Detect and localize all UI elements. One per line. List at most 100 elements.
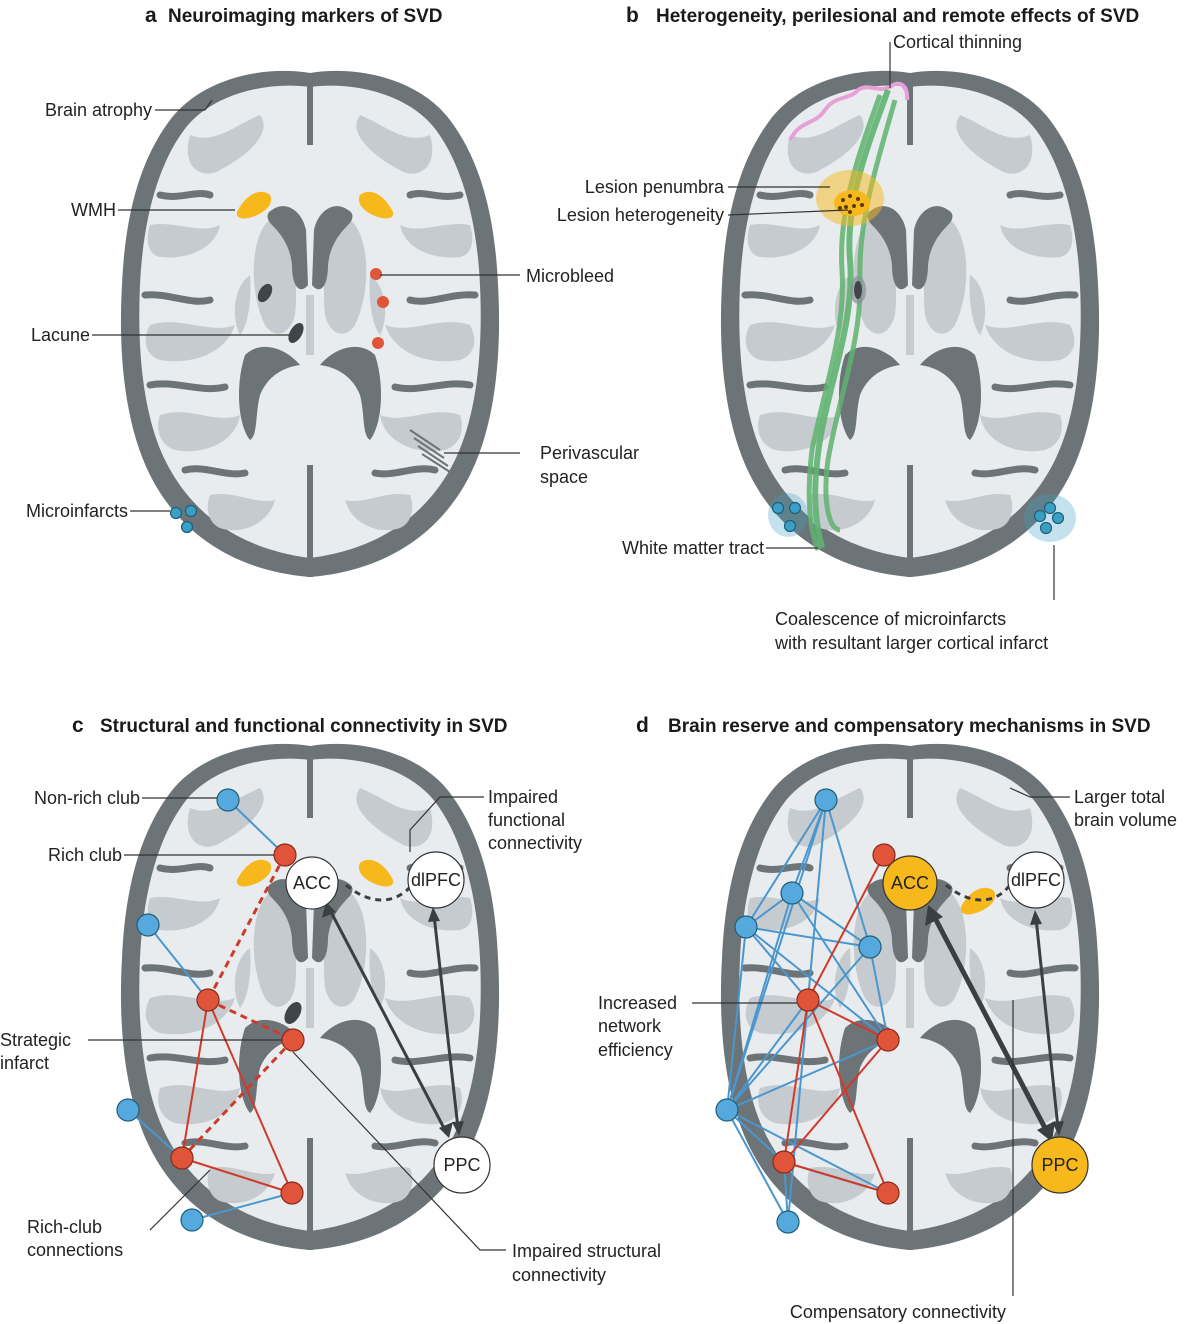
panel-a-title: Neuroimaging markers of SVD <box>168 6 443 27</box>
microbleed-dot <box>377 296 389 308</box>
label-perivascular-2: space <box>540 467 588 487</box>
functional-arrow <box>432 914 460 1129</box>
functional-arrow <box>1034 917 1060 1129</box>
panel-c: c Structural and functional connectivity… <box>0 714 661 1285</box>
arrow-head <box>1052 1121 1064 1136</box>
label-increased-1: Increased <box>598 993 677 1013</box>
non-rich-club-node <box>180 1208 204 1232</box>
coalescence-halo <box>1024 494 1076 542</box>
non-rich-club-node <box>216 788 240 812</box>
label-strategic-1: Strategic <box>0 1030 71 1050</box>
rich-club-node <box>196 988 220 1012</box>
lacune-dot <box>288 323 304 343</box>
ppc-label: PPC <box>443 1155 480 1175</box>
rich-club-node <box>772 1150 796 1174</box>
arrow-head <box>1030 910 1042 925</box>
non-rich-club-node <box>136 913 160 937</box>
structural-arrow <box>328 909 447 1131</box>
label-increased-2: network <box>598 1016 662 1036</box>
label-perivascular-1: Perivascular <box>540 443 639 463</box>
panel-d-title: Brain reserve and compensatory mechanism… <box>668 716 1151 737</box>
label-microbleed: Microbleed <box>526 266 614 286</box>
microinfarct-dot <box>1051 511 1065 525</box>
microinfarct-dot <box>1039 521 1053 535</box>
dlpfc-label: dlPFC <box>1011 870 1061 890</box>
panel-c-title: Structural and functional connectivity i… <box>100 716 508 737</box>
lacune-dot <box>257 283 273 303</box>
non-rich-club-node <box>858 935 882 959</box>
panel-d-letter: d <box>636 714 649 737</box>
lesion-core <box>834 190 870 216</box>
wmh-right <box>358 191 394 219</box>
microinfarct-dot <box>788 501 802 515</box>
wmh-left <box>236 191 272 219</box>
panel-d: d Brain reserve and compensatory mechani… <box>598 714 1177 1322</box>
label-microinfarcts: Microinfarcts <box>26 501 128 521</box>
cortical-thinning-outline <box>788 81 910 141</box>
acc-label: ACC <box>293 873 331 893</box>
acc-label: ACC <box>891 873 929 893</box>
label-brain-atrophy: Brain atrophy <box>45 100 152 120</box>
microinfarct-dot <box>771 501 785 515</box>
label-strategic-2: infarct <box>0 1053 49 1073</box>
ppc-label: PPC <box>1041 1155 1078 1175</box>
ppc-node <box>1031 1136 1089 1194</box>
non-rich-club-node <box>814 788 838 812</box>
label-impaired-functional-2: functional <box>488 810 565 830</box>
non-rich-club-node <box>734 915 758 939</box>
microinfarct-dot <box>169 506 183 520</box>
panel-b-title: Heterogeneity, perilesional and remote e… <box>656 6 1139 27</box>
arrow-head <box>322 902 336 918</box>
label-lesion-penumbra: Lesion penumbra <box>585 177 725 197</box>
label-rich-club-conn-2: connections <box>27 1240 123 1260</box>
non-rich-club-links <box>127 799 293 1221</box>
microinfarct-dot <box>184 504 198 518</box>
rich-club-node <box>273 843 297 867</box>
panel-a-letter: a <box>145 4 157 27</box>
non-rich-club-node <box>715 1098 739 1122</box>
label-wmh: WMH <box>71 200 116 220</box>
arrow-head <box>1037 1121 1055 1142</box>
microinfarct-dot <box>1033 509 1047 523</box>
panel-b: b Heterogeneity, perilesional and remote… <box>557 4 1139 653</box>
dlpfc-node <box>1007 851 1065 909</box>
non-rich-club-node <box>780 881 804 905</box>
label-coalescence-1: Coalescence of microinfarcts <box>775 609 1006 629</box>
arrow-head <box>452 1121 464 1136</box>
lacune-dot <box>854 281 862 299</box>
dlpfc-node <box>407 851 465 909</box>
impaired-functional-dashed <box>345 883 414 902</box>
label-impaired-structural-1: Impaired structural <box>512 1241 661 1261</box>
microbleed-dot <box>370 268 382 280</box>
label-larger-volume-1: Larger total <box>1074 787 1165 807</box>
arrow-head <box>925 905 943 926</box>
arrow-head <box>439 1122 453 1138</box>
microinfarct-dot <box>180 520 194 534</box>
arrow-head <box>428 907 440 922</box>
acc-node <box>285 856 339 910</box>
rich-club-node <box>281 1028 305 1052</box>
lesion-heterogeneity-dots <box>838 194 864 214</box>
label-impaired-functional-1: Impaired <box>488 787 558 807</box>
panel-a: a Neuroimaging markers of SVD Brain atro… <box>26 4 639 577</box>
rich-club-node <box>796 988 820 1012</box>
panel-b-letter: b <box>626 4 639 27</box>
panel-c-letter: c <box>72 714 84 737</box>
microinfarct-dot <box>1043 501 1057 515</box>
label-lacune: Lacune <box>31 325 90 345</box>
white-matter-tract <box>812 88 891 549</box>
label-increased-3: efficiency <box>598 1040 673 1060</box>
ppc-node <box>433 1136 491 1194</box>
rich-club-node <box>876 1181 900 1205</box>
label-white-matter-tract: White matter tract <box>622 538 764 558</box>
rich-club-node <box>280 1181 304 1205</box>
brain-slice-a <box>121 71 499 577</box>
label-impaired-functional-3: connectivity <box>488 833 582 853</box>
structural-arrow <box>932 916 1048 1130</box>
rich-club-node <box>170 1146 194 1170</box>
non-rich-club-node <box>116 1098 140 1122</box>
dlpfc-label: dlPFC <box>411 870 461 890</box>
rich-club-node <box>876 1028 900 1052</box>
wmh-left <box>236 859 272 887</box>
